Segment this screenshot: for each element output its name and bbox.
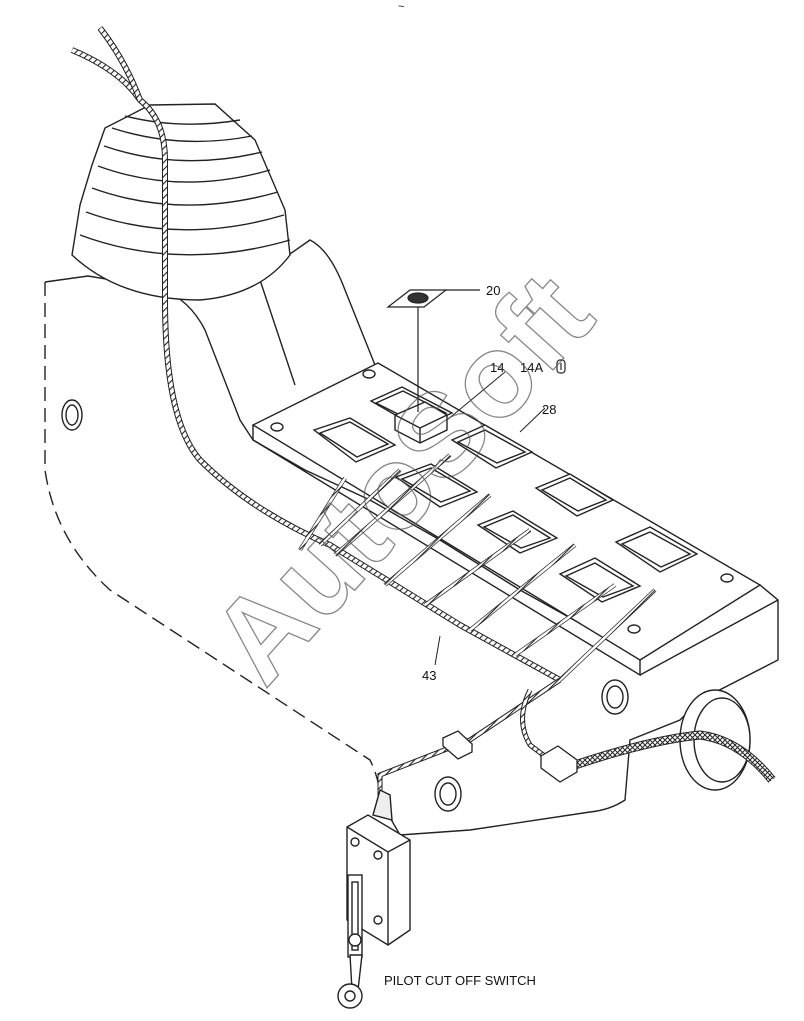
- callout-28: 28: [542, 402, 556, 417]
- switch-5: [534, 473, 615, 517]
- switch-7: [614, 526, 699, 573]
- switch-3: [450, 424, 534, 469]
- pilot-cut-off-switch: [337, 788, 411, 1009]
- callout-14: 14: [490, 360, 504, 375]
- callout-20: 20: [486, 283, 500, 298]
- pilot-switch-caption: PILOT CUT OFF SWITCH: [384, 973, 536, 988]
- switch-8: [558, 557, 642, 603]
- top-mark: ~: [398, 1, 404, 13]
- switch-bank: [312, 386, 699, 603]
- switch-14: [394, 401, 448, 444]
- callout-43: 43: [422, 668, 436, 683]
- label-plate-20: [386, 289, 480, 412]
- bulb-14a: [556, 359, 566, 374]
- switch-1: [312, 417, 397, 463]
- switch-6: [476, 510, 559, 554]
- wiring-harness-43: [70, 26, 776, 815]
- connectors: [441, 730, 579, 783]
- switch-4: [394, 463, 479, 508]
- leader-lines: [434, 371, 546, 666]
- joystick-boot: [71, 103, 291, 301]
- callout-14a: 14A: [520, 360, 543, 375]
